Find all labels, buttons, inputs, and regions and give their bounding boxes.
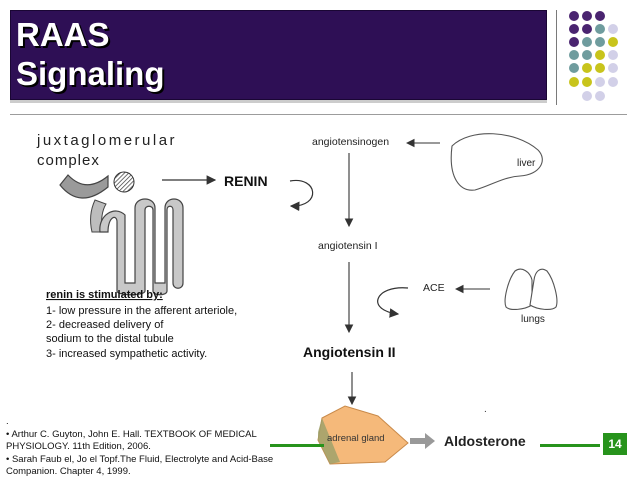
angiotensinogen-label: angiotensinogen xyxy=(312,136,389,148)
dot xyxy=(595,37,605,47)
dot xyxy=(595,24,605,34)
dot xyxy=(582,50,592,60)
decorative-dot-grid xyxy=(0,0,638,110)
accent-line-right xyxy=(540,444,600,447)
dot xyxy=(608,77,618,87)
dot xyxy=(608,24,618,34)
liver-label: liver xyxy=(517,158,536,169)
dot xyxy=(608,63,618,73)
dot xyxy=(595,63,605,73)
angiotensin-1-label: angiotensin I xyxy=(318,240,378,252)
stimulus-4: 3- increased sympathetic activity. xyxy=(46,348,207,360)
adrenal-label: adrenal gland xyxy=(327,433,385,444)
dot xyxy=(595,91,605,101)
raas-diagram: juxtaglomerular complex RENIN angiotensi… xyxy=(36,132,558,415)
ace-label: ACE xyxy=(423,282,445,294)
dot xyxy=(595,50,605,60)
title-divider-vertical xyxy=(556,10,557,105)
aldosterone-label: Aldosterone xyxy=(444,433,526,449)
title-shadow xyxy=(10,100,547,103)
dot xyxy=(582,37,592,47)
dot xyxy=(582,11,592,21)
title-line-2: Signaling xyxy=(16,55,165,92)
aldosterone-arrow xyxy=(410,433,435,449)
dot xyxy=(569,37,579,47)
dot xyxy=(595,77,605,87)
title-banner xyxy=(10,10,547,100)
adrenal-row: adrenal gland Aldosterone xyxy=(317,405,526,465)
slide-number-badge xyxy=(603,433,627,455)
dot xyxy=(569,50,579,60)
stimulus-heading: renin is stimulated by: xyxy=(46,289,163,301)
accent-line-left xyxy=(270,444,324,447)
dot xyxy=(608,37,618,47)
title-line-1: RAAS xyxy=(16,16,110,53)
lungs-illustration xyxy=(504,268,558,310)
liver-illustration xyxy=(450,133,543,191)
dot xyxy=(582,77,592,87)
dot xyxy=(569,11,579,21)
dot xyxy=(608,50,618,60)
reference-2: • Sarah Faub el, Jo el Topf.The Fluid, E… xyxy=(6,453,274,478)
dot xyxy=(569,63,579,73)
dot xyxy=(595,11,605,21)
reference-1: • Arthur C. Guyton, John E. Hall. TEXTBO… xyxy=(6,428,257,453)
dot xyxy=(569,77,579,87)
jg-label-line2: complex xyxy=(37,152,100,169)
dot xyxy=(582,63,592,73)
dot xyxy=(582,91,592,101)
stimulus-2: 2- decreased delivery of xyxy=(46,319,164,331)
angiotensin-2-label: Angiotensin II xyxy=(303,344,396,360)
references: . • Arthur C. Guyton, John E. Hall. TEXT… xyxy=(6,416,276,479)
slide-title: RAAS Signaling xyxy=(16,15,165,93)
stimulus-3: sodium to the distal tubule xyxy=(46,333,174,345)
reference-dot: . xyxy=(6,416,9,427)
stray-dot: . xyxy=(484,404,487,415)
title-divider-horizontal xyxy=(10,114,627,115)
jg-label-line1: juxtaglomerular xyxy=(36,132,177,149)
nephron-illustration xyxy=(59,171,184,296)
stimulus-1: 1- low pressure in the afferent arteriol… xyxy=(46,305,237,317)
dot xyxy=(582,24,592,34)
dot xyxy=(569,24,579,34)
renin-label: RENIN xyxy=(224,173,268,189)
slide-number: 14 xyxy=(608,437,622,451)
lungs-label: lungs xyxy=(521,314,545,325)
